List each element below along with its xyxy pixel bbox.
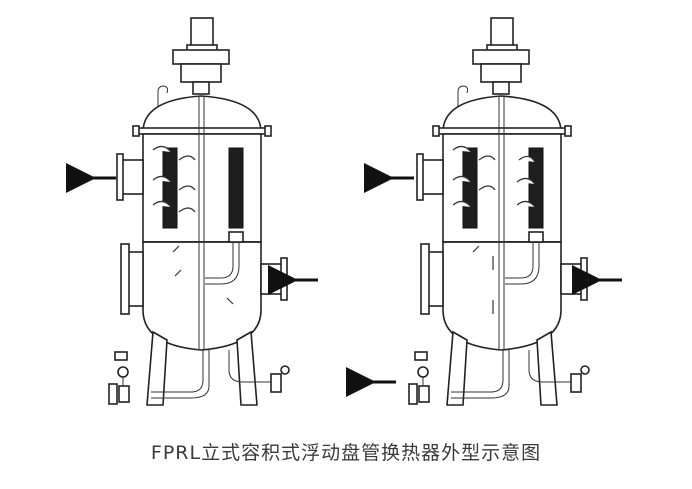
heat-exchanger-right — [408, 17, 590, 406]
flow-arrow — [346, 163, 622, 397]
flow-arrow — [66, 163, 318, 295]
heat-exchanger-left — [108, 17, 290, 406]
diagram-caption: FPRL立式容积式浮动盘管换热器外型示意图 — [150, 442, 542, 464]
